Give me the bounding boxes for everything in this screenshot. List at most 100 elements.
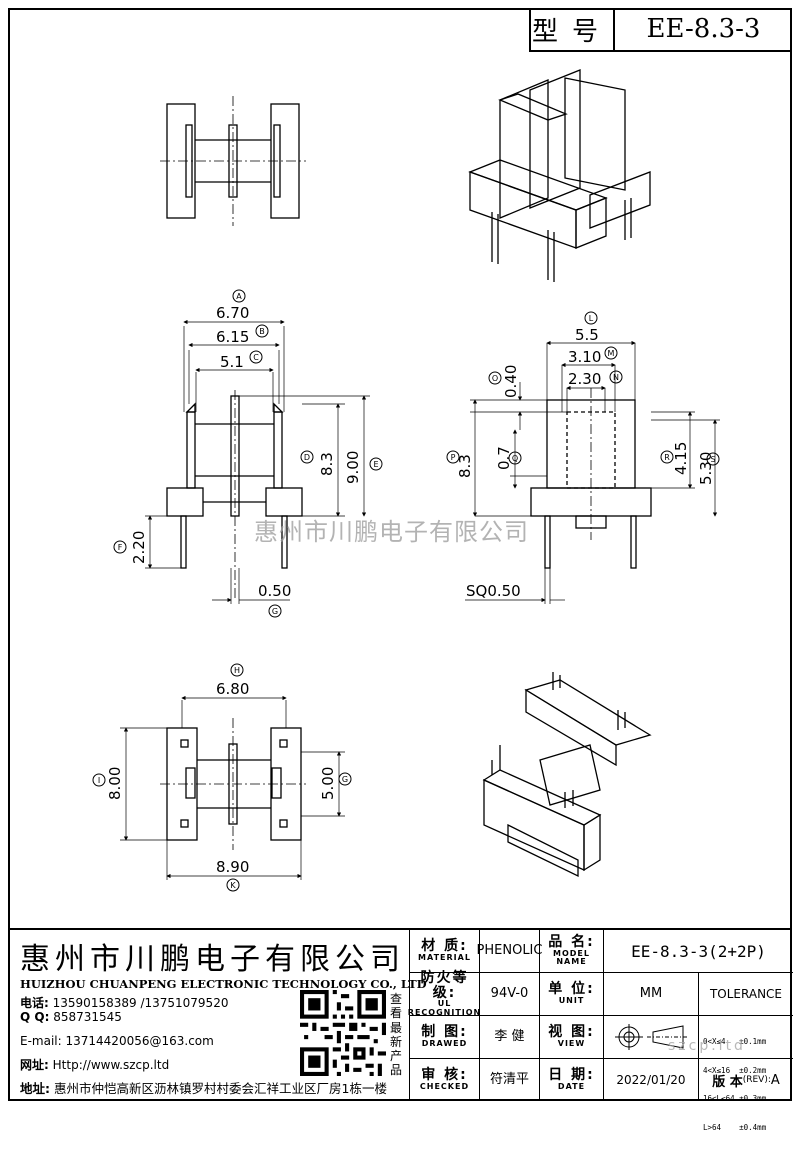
model-value: EE-8.3-3	[646, 14, 761, 44]
marker-p: P	[446, 450, 460, 464]
marker-r: R	[660, 450, 674, 464]
front-view	[145, 319, 370, 604]
drawn-value: 李 健	[480, 1016, 540, 1059]
material-value: PHENOLIC	[477, 930, 542, 973]
watermark: 惠州市川鹏电子有限公司	[254, 518, 529, 546]
dim-r-text: 4.15	[672, 442, 690, 475]
dim-s-text: 5.30	[697, 452, 715, 485]
svg-text:F: F	[118, 543, 123, 552]
svg-text:R: R	[664, 453, 670, 462]
marker-d: D	[300, 450, 314, 464]
date-header: 日 期:DATE	[540, 1059, 604, 1101]
dim-e-text: 9.00	[344, 451, 362, 484]
phone-value: 13590158389 /13751079520	[52, 996, 229, 1010]
email-line: E-mail: 13714420056@163.com	[20, 1034, 214, 1048]
bottom-view	[120, 695, 345, 880]
marker-g: G	[268, 604, 282, 618]
dim-f-text: 2.20	[130, 531, 148, 564]
title-block: 惠州市川鹏电子有限公司 HUIZHOU CHUANPENG ELECTRONIC…	[8, 928, 793, 1132]
top-view-small	[160, 96, 306, 226]
iso-view-bottom	[482, 672, 652, 878]
dim-g-text: 0.50	[258, 582, 291, 600]
checked-value: 符清平	[480, 1059, 540, 1101]
marker-a: A	[232, 289, 246, 303]
address-label: 地址:	[20, 1081, 50, 1096]
drawing-sheet: 型号 EE-8.3-3	[8, 8, 793, 1132]
revision-sub: (REV):	[742, 1075, 771, 1085]
svg-text:O: O	[492, 374, 498, 383]
checked-header: 审 核:CHECKED	[410, 1059, 480, 1101]
dim-n-text: 2.30	[568, 370, 601, 388]
dim-h-text: 6.80	[216, 680, 249, 698]
drawing-frame	[8, 8, 792, 1101]
marker-o: O	[488, 371, 502, 385]
company-name-cn: 惠州市川鹏电子有限公司	[20, 942, 405, 977]
svg-text:M: M	[608, 349, 615, 358]
unit-header: 单 位:UNIT	[540, 973, 604, 1016]
dim-k-text: 8.90	[216, 858, 249, 876]
flame-header: 防火等级:UL RECOGNITION	[407, 969, 482, 1017]
revision: 版 本 (REV): A	[699, 1059, 793, 1101]
marker-q: Q	[508, 451, 522, 465]
view-header: 视 图:VIEW	[540, 1016, 604, 1059]
model-label: 型号	[531, 8, 615, 50]
svg-text:Q: Q	[512, 454, 518, 463]
email-value[interactable]: 13714420056@163.com	[65, 1034, 214, 1048]
marker-l: L	[584, 311, 598, 325]
svg-text:S: S	[710, 455, 715, 464]
dim-sq-text: SQ0.50	[466, 582, 521, 600]
address-line: 地址: 惠州市仲恺高新区沥林镇罗村村委会汇祥工业区厂房1栋一楼	[20, 1078, 387, 1097]
model-name-value: EE-8.3-3(2+2P)	[604, 930, 793, 973]
tolerance-header: TOLERANCE	[699, 973, 793, 1016]
dim-d-text: 8.3	[318, 452, 336, 476]
svg-text:P: P	[451, 453, 456, 462]
site-watermark: szcp.ltd	[668, 1038, 746, 1054]
address-value: 惠州市仲恺高新区沥林镇罗村村委会汇祥工业区厂房1栋一楼	[53, 1081, 387, 1096]
marker-n: N	[609, 370, 623, 384]
dim-q-text: 0.7	[495, 446, 513, 470]
dim-a-text: 6.70	[216, 304, 249, 322]
dim-g2-text: 5.00	[319, 767, 337, 800]
svg-text:I: I	[98, 776, 100, 785]
dim-p-text: 8.3	[456, 454, 474, 478]
svg-text:B: B	[259, 327, 265, 336]
side-view	[465, 340, 720, 604]
iso-view-top	[468, 69, 651, 282]
revision-label: 版 本	[712, 1074, 743, 1090]
date-value: 2022/01/20	[604, 1059, 699, 1101]
marker-s: S	[706, 452, 720, 466]
material-header: 材 质:MATERIAL	[410, 930, 480, 973]
dim-b-text: 6.15	[216, 328, 249, 346]
spec-grid: 材 质:MATERIAL PHENOLIC 品 名:MODEL NAME EE-…	[407, 930, 793, 1132]
svg-text:D: D	[304, 453, 310, 462]
phone-label: 电话:	[20, 996, 49, 1010]
qr-caption: 查 看 最 新 产 品	[389, 992, 402, 1078]
svg-text:G: G	[342, 775, 348, 784]
dim-m-text: 3.10	[568, 348, 601, 366]
projection-icon	[615, 1024, 689, 1050]
flame-value: 94V-0	[480, 973, 540, 1016]
revision-value: A	[770, 1072, 780, 1088]
unit-value: MM	[604, 973, 699, 1016]
marker-h: H	[230, 663, 244, 677]
marker-b: B	[255, 324, 269, 338]
svg-text:H: H	[234, 666, 240, 675]
svg-text:C: C	[253, 353, 259, 362]
phone-line: 电话: 13590158389 /13751079520	[20, 994, 228, 1011]
marker-f: F	[113, 540, 127, 554]
svg-text:G: G	[272, 607, 278, 616]
web-value[interactable]: Http://www.szcp.ltd	[52, 1058, 170, 1072]
marker-m: M	[604, 346, 618, 360]
qq-value: 858731545	[53, 1010, 122, 1024]
model-name-header: 品 名:MODEL NAME	[540, 930, 604, 973]
svg-text:K: K	[230, 881, 236, 890]
marker-g2: G	[338, 772, 352, 786]
projection-symbol	[604, 1016, 699, 1059]
company-name-en: HUIZHOU CHUANPENG ELECTRONIC TECHNOLOGY …	[20, 977, 427, 991]
qq-label: Q Q:	[20, 1010, 50, 1024]
marker-i: I	[92, 773, 106, 787]
dim-i-text: 8.00	[106, 767, 124, 800]
web-label: 网址:	[20, 1058, 49, 1072]
svg-text:L: L	[589, 314, 594, 323]
marker-e: E	[369, 457, 383, 471]
